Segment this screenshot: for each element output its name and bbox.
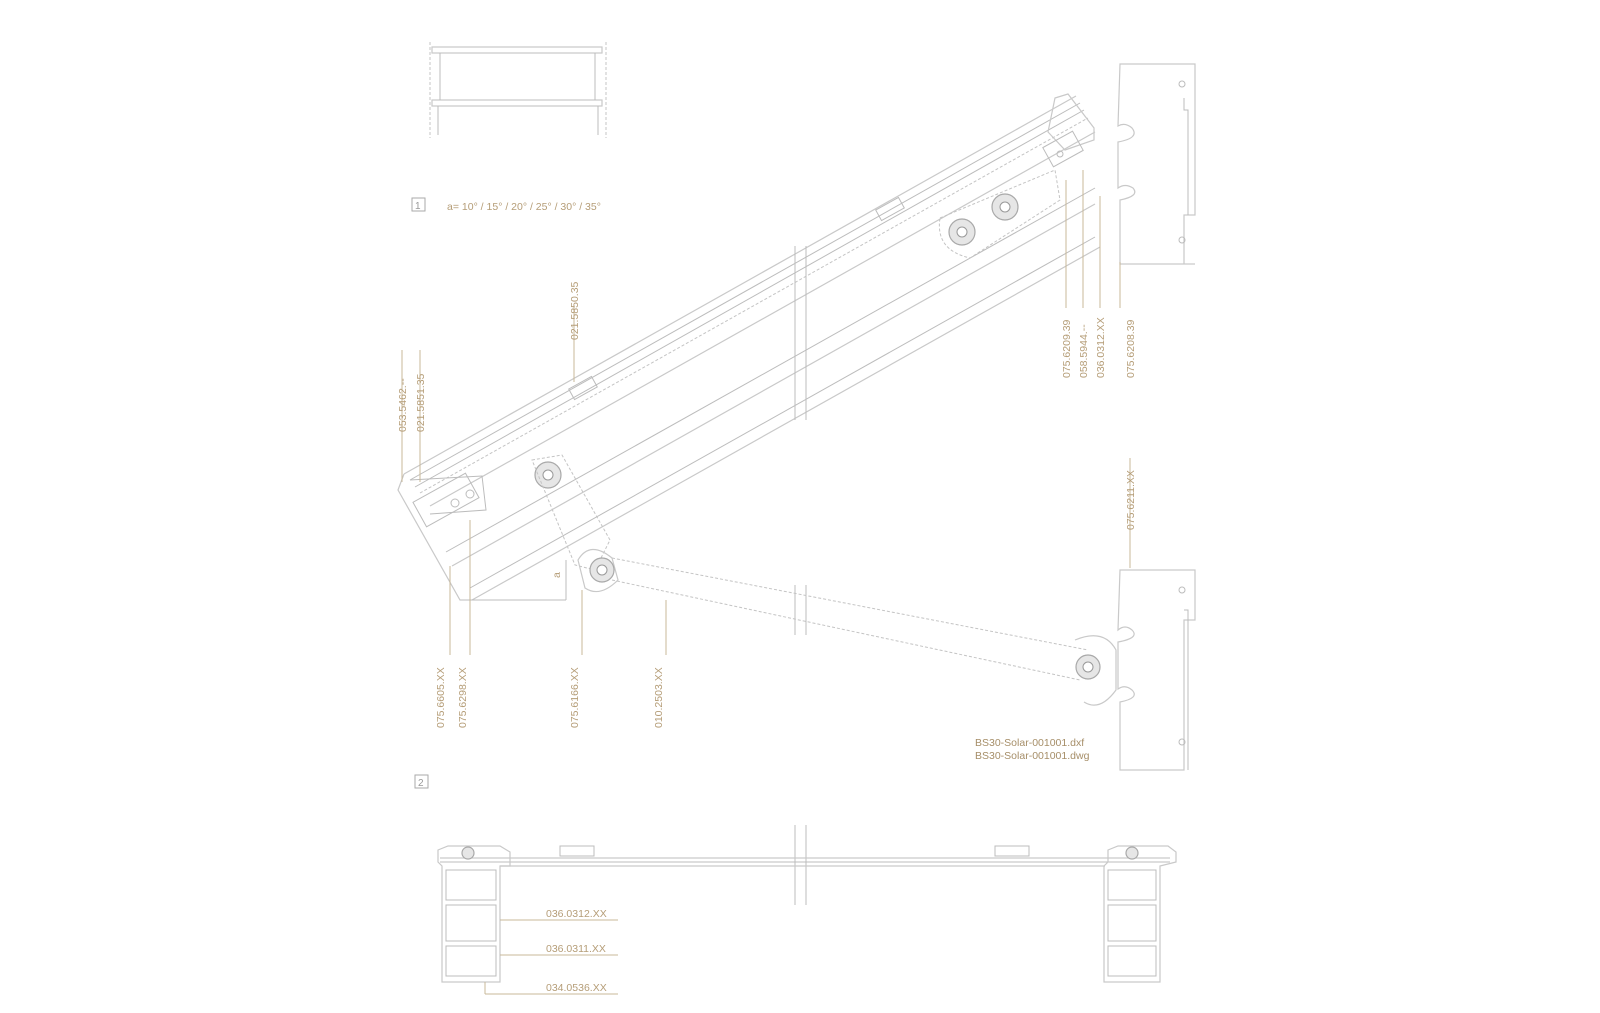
angle-options-note: a= 10° / 15° / 20° / 25° / 30° / 35° [447, 201, 601, 213]
view-2-marker: 2 [414, 774, 429, 789]
inclined-beam [397, 93, 1101, 601]
cross-section-bottom: 036.0312.XX 036.0311.XX 034.0536.XX [437, 845, 1177, 995]
label-021-5850-35: 021.5850.35 [569, 281, 581, 340]
angle-marker: a [472, 560, 567, 601]
view-2-number: 2 [418, 778, 424, 789]
label-036-0312-xx-vertical: 036.0312.XX [1095, 317, 1107, 378]
angle-symbol: a [551, 572, 563, 578]
wall-bracket-bottom [1117, 569, 1196, 771]
leader-lines [401, 170, 1131, 655]
label-075-6208-39: 075.6208.39 [1125, 319, 1137, 378]
view-1-number: 1 [415, 201, 421, 212]
file-name-dxf: BS30-Solar-001001.dxf [975, 737, 1084, 749]
part-labels: 021.5850.35 053.5462.-- 021.5851.35 075.… [397, 281, 1137, 728]
label-075-6209-39: 075.6209.39 [1061, 319, 1073, 378]
label-075-6605-xx: 075.6605.XX [435, 667, 447, 728]
diagonal-strut [577, 548, 1117, 706]
label-036-0312-xx-horizontal: 036.0312.XX [546, 908, 607, 920]
label-021-5851-35: 021.5851.35 [415, 373, 427, 432]
wall-bracket-top [1117, 63, 1196, 265]
label-058-5944: 058.5944.-- [1078, 324, 1090, 378]
section-detail-top [429, 42, 607, 138]
label-075-6211-xx: 075.6211.XX [1125, 470, 1137, 530]
label-075-6298-xx: 075.6298.XX [457, 667, 469, 728]
view-1-marker: 1 [411, 197, 426, 212]
break-lines [794, 246, 807, 905]
label-053-5462: 053.5462.-- [397, 378, 409, 432]
file-name-dwg: BS30-Solar-001001.dwg [975, 750, 1090, 762]
label-036-0311-xx: 036.0311.XX [546, 943, 606, 955]
label-034-0536-xx: 034.0536.XX [546, 982, 607, 994]
label-010-2503-xx: 010.2503.XX [653, 667, 665, 728]
label-075-6166-xx: 075.6166.XX [569, 667, 581, 728]
